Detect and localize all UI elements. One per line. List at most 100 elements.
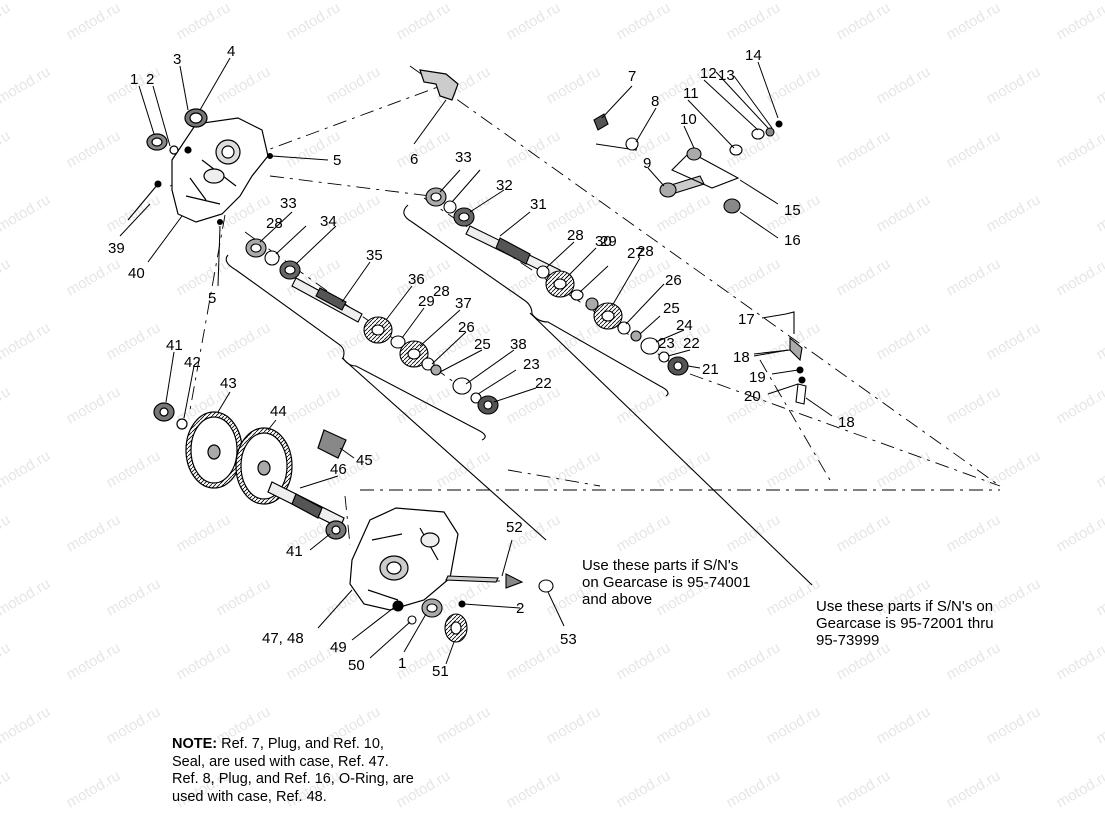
watermark-text: motod.ru [174, 0, 234, 43]
watermark-text: motod.ru [764, 703, 824, 747]
part-ref-38: 38 [510, 336, 527, 353]
watermark-text: motod.ru [64, 127, 124, 171]
watermark-text: motod.ru [1094, 703, 1105, 747]
part-ref-8: 8 [651, 93, 659, 110]
watermark-text: motod.ru [0, 63, 53, 107]
part-ref-45: 45 [356, 452, 373, 469]
watermark-text: motod.ru [544, 319, 604, 363]
watermark-text: motod.ru [944, 511, 1004, 555]
watermark-text: motod.ru [324, 63, 384, 107]
watermark-text: motod.ru [834, 127, 894, 171]
watermark-text: motod.ru [214, 63, 274, 107]
part-ref-42: 42 [184, 354, 201, 371]
part-ref-13: 13 [718, 67, 735, 84]
part-ref-18: 18 [838, 414, 855, 431]
note-label: NOTE: [172, 736, 217, 752]
part-ref-3: 3 [173, 51, 181, 68]
part-ref-25: 25 [663, 300, 680, 317]
watermark-text: motod.ru [504, 767, 564, 811]
part-ref-49: 49 [330, 639, 347, 656]
watermark-text: motod.ru [614, 0, 674, 43]
watermark-text: motod.ru [874, 319, 934, 363]
part-ref-46: 46 [330, 461, 347, 478]
part-ref-17: 17 [738, 311, 755, 328]
part-ref-4: 4 [227, 43, 235, 60]
part-ref-26: 26 [665, 272, 682, 289]
watermark-text: motod.ru [944, 255, 1004, 299]
part-ref-39: 39 [108, 240, 125, 257]
part-ref-7: 7 [628, 68, 636, 85]
part-ref-41: 41 [166, 337, 183, 354]
watermark-text: motod.ru [0, 255, 13, 299]
watermark-text: motod.ru [104, 703, 164, 747]
note-line-2: Seal, are used with case, Ref. 47. [172, 754, 414, 772]
watermark-text: motod.ru [504, 0, 564, 43]
note-line-1: NOTE: Ref. 7, Plug, and Ref. 10, [172, 736, 414, 754]
watermark-text: motod.ru [614, 383, 674, 427]
part-ref-29: 29 [418, 293, 435, 310]
watermark-text: motod.ru [1054, 0, 1105, 43]
watermark-text: motod.ru [104, 319, 164, 363]
watermark-text: motod.ru [0, 575, 53, 619]
watermark-text: motod.ru [284, 383, 344, 427]
watermark-text: motod.ru [0, 191, 53, 235]
part-ref-26: 26 [458, 319, 475, 336]
watermark-text: motod.ru [0, 447, 53, 491]
part-ref-32: 32 [496, 177, 513, 194]
watermark-text: motod.ru [64, 0, 124, 43]
part-ref-10: 10 [680, 111, 697, 128]
callout-lower-gearcase: Use these parts if S/N's on Gearcase is … [816, 598, 994, 649]
part-ref-9: 9 [643, 155, 651, 172]
watermark-text: motod.ru [614, 511, 674, 555]
watermark-text: motod.ru [764, 63, 824, 107]
watermark-text: motod.ru [0, 511, 13, 555]
part-ref-37: 37 [455, 295, 472, 312]
part-ref-34: 34 [320, 213, 337, 230]
watermark-text: motod.ru [724, 639, 784, 683]
part-ref-40: 40 [128, 265, 145, 282]
watermark-text: motod.ru [984, 447, 1044, 491]
watermark-text: motod.ru [0, 0, 13, 43]
part-ref-21: 21 [702, 361, 719, 378]
part-ref-51: 51 [432, 663, 449, 680]
part-ref-12: 12 [700, 65, 717, 82]
part-ref-2: 2 [146, 71, 154, 88]
part-ref-28: 28 [637, 243, 654, 260]
part-ref-33: 33 [455, 149, 472, 166]
part-ref-15: 15 [784, 202, 801, 219]
watermark-text: motod.ru [0, 383, 13, 427]
part-ref-14: 14 [745, 47, 762, 64]
watermark-text: motod.ru [984, 319, 1044, 363]
watermark-text: motod.ru [0, 703, 53, 747]
watermark-text: motod.ru [614, 767, 674, 811]
part-ref-41: 41 [286, 543, 303, 560]
watermark-text: motod.ru [654, 703, 714, 747]
watermark-text: motod.ru [394, 0, 454, 43]
watermark-text: motod.ru [1054, 767, 1105, 811]
watermark-text: motod.ru [284, 0, 344, 43]
watermark-text: motod.ru [504, 383, 564, 427]
part-ref-1: 1 [398, 655, 406, 672]
watermark-text: motod.ru [834, 767, 894, 811]
watermark-text: motod.ru [64, 639, 124, 683]
part-ref-20: 20 [744, 388, 761, 405]
part-ref-43: 43 [220, 375, 237, 392]
watermark-text: motod.ru [654, 191, 714, 235]
part-ref-25: 25 [474, 336, 491, 353]
watermark-text: motod.ru [544, 63, 604, 107]
watermark-text: motod.ru [724, 0, 784, 43]
watermark-text: motod.ru [1054, 639, 1105, 683]
watermark-text: motod.ru [1094, 575, 1105, 619]
watermark-text: motod.ru [0, 639, 13, 683]
watermark-text: motod.ru [214, 575, 274, 619]
watermark-text: motod.ru [1054, 383, 1105, 427]
part-ref-31: 31 [530, 196, 547, 213]
watermark-text: motod.ru [1094, 191, 1105, 235]
watermark-text: motod.ru [104, 447, 164, 491]
part-ref-19: 19 [749, 369, 766, 386]
part-ref-5: 5 [333, 152, 341, 169]
watermark-text: motod.ru [174, 255, 234, 299]
watermark-text: motod.ru [0, 319, 53, 363]
watermark-text: motod.ru [1094, 63, 1105, 107]
